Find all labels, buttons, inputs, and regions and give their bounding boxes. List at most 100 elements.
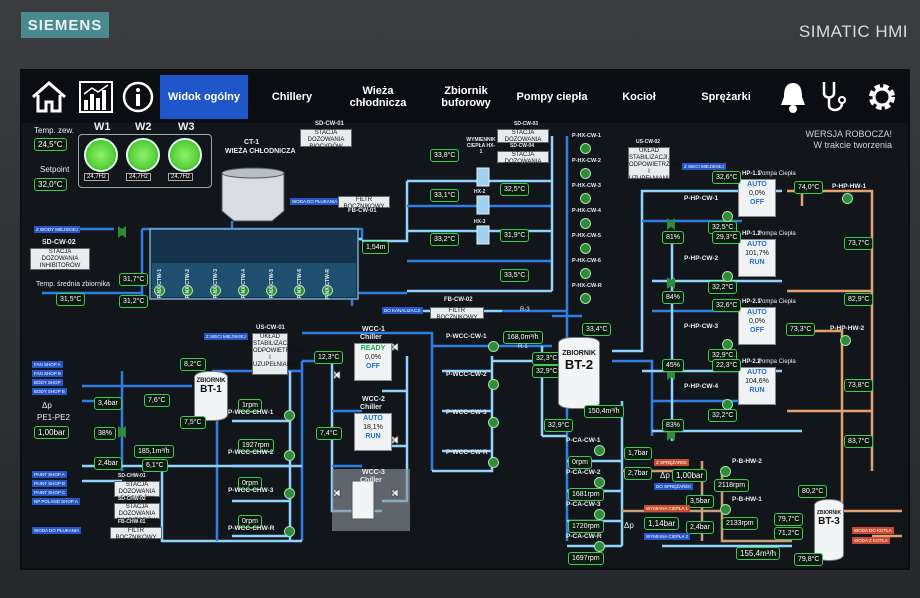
ca-pump-1-icon[interactable] [594,445,605,456]
hw-pump-2-icon[interactable] [840,335,851,346]
bt2-temp-top: 33,4°C [582,323,612,336]
tower-pump-4-icon[interactable] [238,285,249,296]
pump-b-hw-2-icon[interactable] [720,466,731,477]
hx-pump-2-icon[interactable] [580,168,591,179]
wcc1-unit[interactable]: READY 0,0% OFF [354,343,392,381]
bt3-temp-3: 79,8°C [794,553,824,566]
setpoint-value[interactable]: 32,0°C [34,178,67,191]
hp-3-pump-label: P-HP-CW-3 [684,323,719,330]
tab-widok-ogolny[interactable]: Widok ogólny [160,75,248,119]
cw-pump-3-icon[interactable] [488,417,499,428]
left-flow: 185,1m³/h [134,445,174,458]
tab-zbiornik-buforowy[interactable]: Zbiornik buforowy [441,85,491,109]
hw-pump-1-icon[interactable] [842,193,853,204]
pump-b-hw-2-rpm: 2118rpm [714,479,750,492]
home-button[interactable] [26,75,72,119]
hp-4-sub: Pompa Ciepła [758,359,796,365]
pump-b-hw-1-icon[interactable] [720,504,731,515]
hx-pump-7-icon[interactable] [580,293,591,304]
tower-pump-3-icon[interactable] [210,285,221,296]
fan-w2-icon[interactable] [126,138,160,172]
chw-pump-2-icon[interactable] [284,450,295,461]
hp-3-name: HP-2.1 [742,299,761,305]
fan-w1-icon[interactable] [84,138,118,172]
tab-pompy-ciepla[interactable]: Pompy ciepła [516,91,588,103]
left-pressure-1: 3,4bar [94,397,122,410]
fb-cw-01-box[interactable]: FILTR BOCZNIKOWY [338,196,390,210]
hp-4-pump-icon[interactable] [722,399,733,410]
sd-cw-04-label: SD-CW-04 [510,143,535,149]
us-cw-02-box[interactable]: UKŁAD STABILIZACJI, ODPOWIETRZANIA I UZU… [628,147,684,182]
tower-pump-6-icon[interactable] [294,285,305,296]
fans-panel [78,134,212,188]
tower-pump-2-icon[interactable] [182,285,193,296]
home-icon [32,81,66,113]
hx-pump-1-icon[interactable] [580,143,591,154]
sd-chw-01-box[interactable]: STACJA DOZOWANIA BIOCYDÓW [114,481,160,502]
hp-1-state: OFF [750,199,764,206]
alarms-button[interactable] [774,75,812,119]
tab-kociol[interactable]: Kocioł [622,91,656,103]
chw-pump-4-rpm: 0rpm [238,515,262,528]
us-chw-01-box[interactable]: UKŁAD STABILIZACJI, ODPOWIETRZANIA I UZU… [252,333,308,375]
sd-cw-01-box[interactable]: STACJA DOZOWANIA BIOCYDÓW [300,129,352,150]
fb-chw-01-box[interactable]: FILTR BOCZNIKOWY [110,527,162,541]
settings-button[interactable] [860,75,904,119]
fb-cw-02-box[interactable]: FILTR BOCZNIKOWY [430,307,484,321]
bt2-flow-bottom: 150,4m³/h [584,405,624,418]
sd-chw-02-box[interactable]: STACJA DOZOWANIA INHIBITORÓW KOROZJI [114,503,160,531]
cw-pump-2-icon[interactable] [488,379,499,390]
hx-pump-5-icon[interactable] [580,243,591,254]
hw-temp-5: 73,8°C [844,379,874,392]
hp-2-pump-label: P-HP-CW-2 [684,255,719,262]
bt1-tank[interactable]: ZBIORNIK BT-1 [194,371,228,421]
bt2-tank[interactable]: ZBIORNIK BT-2 [558,337,600,409]
left-pressure-2: 2,4bar [94,457,122,470]
wcc2-unit[interactable]: AUTO 18,1% RUN [354,413,392,451]
sd-cw-02-box[interactable]: STACJA DOZOWANIA INHIBITORÓW KOROZJI [30,248,90,276]
chw-pump-2-rpm: 1927rpm [238,439,274,452]
fan-w3-icon[interactable] [168,138,202,172]
hx-pump-4-icon[interactable] [580,218,591,229]
tag-flush-water-2: WODA DO PŁUKANIA [32,527,82,534]
ca-pump-4-icon[interactable] [594,541,605,552]
hp-3-pump-icon[interactable] [722,339,733,350]
diagnostics-button[interactable] [816,75,850,119]
bt3-id: BT-3 [818,516,840,527]
siemens-logo: SIEMENS [21,12,109,38]
ca-pump-2-icon[interactable] [594,477,605,488]
tab-wieza-chlodnicza[interactable]: Wieża chłodnicza [349,85,407,109]
cw-pump-1-icon[interactable] [488,341,499,352]
chw-pump-1-icon[interactable] [284,410,295,421]
tower-pump-7-icon[interactable] [322,285,333,296]
wcc3-name: WCC-3 [362,469,385,476]
tower-pump-1-icon[interactable] [154,285,165,296]
chw-pump-3-icon[interactable] [284,488,295,499]
sd-cw-04-box[interactable]: STACJA DOZOWANIA BIOCYDÓW [497,151,549,172]
chw-pump-1-rpm: 1rpm [238,399,262,412]
hx-pump-2-label: P-HX-CW-2 [572,158,601,164]
bt3-tank[interactable]: ZBIORNIK BT-3 [814,499,844,561]
statistics-button[interactable] [76,75,116,119]
hp-2-pump-icon[interactable] [722,271,733,282]
tower-pump-5-icon[interactable] [266,285,277,296]
setpoint-label: Setpoint [40,165,70,174]
ca-pump-3-icon[interactable] [594,509,605,520]
cw-pump-1-label: P-WCC-CW-1 [446,333,487,340]
cw-pump-4-icon[interactable] [488,457,499,468]
hp-1-pump-icon[interactable] [722,211,733,222]
hp-3-sub: Pompa Ciepła [758,299,796,305]
sd-cw-03-box[interactable]: STACJA DOZOWANIA BIOCYDÓW [497,129,549,150]
info-button[interactable] [120,75,156,119]
tab-chillery[interactable]: Chillery [271,91,313,103]
tab-sprezarki[interactable]: Sprężarki [701,91,751,103]
chw-pump-4-icon[interactable] [284,526,295,537]
hx-pump-6-icon[interactable] [580,268,591,279]
tower-pump-7-label: P-NX-CTW-R [325,269,331,300]
hp-4-temp-out: 32,2°C [708,409,738,422]
hx-pump-3-icon[interactable] [580,193,591,204]
